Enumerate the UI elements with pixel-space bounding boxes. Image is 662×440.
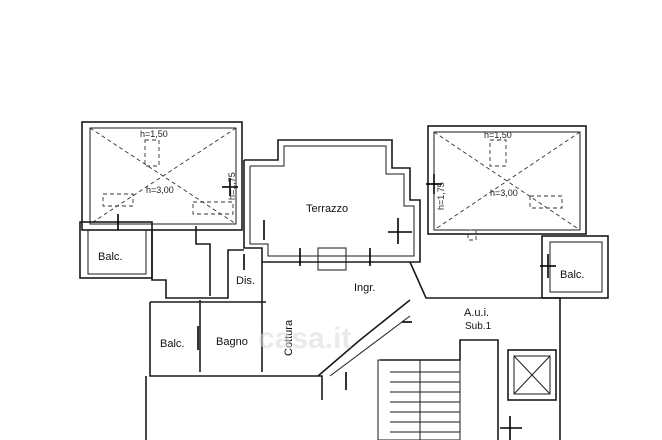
height-left-top: h=1,50 bbox=[140, 129, 168, 139]
label-balc-right: Balc. bbox=[560, 269, 584, 281]
apartment-walls bbox=[145, 226, 561, 440]
openings bbox=[117, 174, 556, 440]
right-balcony bbox=[541, 235, 609, 299]
label-balc-left: Balc. bbox=[98, 251, 122, 263]
label-aui: A.u.i. bbox=[464, 307, 489, 319]
left-balcony bbox=[79, 221, 153, 279]
label-sub: Sub.1 bbox=[465, 321, 492, 332]
central-terrace bbox=[243, 139, 421, 271]
label-dis: Dis. bbox=[236, 275, 255, 287]
label-cottura: Cottura bbox=[283, 319, 295, 356]
stairs bbox=[377, 359, 461, 440]
watermark: casa.it bbox=[258, 322, 351, 355]
height-right-mid: h=3,00 bbox=[490, 188, 518, 198]
height-right-top: h=1,50 bbox=[484, 130, 512, 140]
label-terrazzo: Terrazzo bbox=[306, 203, 348, 215]
label-bagno: Bagno bbox=[216, 336, 248, 348]
label-balc-bottom: Balc. bbox=[160, 338, 184, 350]
left-roof-terrace bbox=[81, 121, 243, 231]
labels: Terrazzo Balc. Balc. Balc. Dis. Ingr. Ba… bbox=[98, 129, 584, 356]
height-left-mid: h=3,00 bbox=[146, 185, 174, 195]
label-ingr: Ingr. bbox=[354, 282, 375, 294]
lift-shaft bbox=[507, 349, 557, 401]
height-right-side: h=1,75 bbox=[436, 182, 446, 210]
height-left-side: h=1,75 bbox=[227, 172, 237, 200]
right-roof-terrace bbox=[427, 125, 587, 241]
